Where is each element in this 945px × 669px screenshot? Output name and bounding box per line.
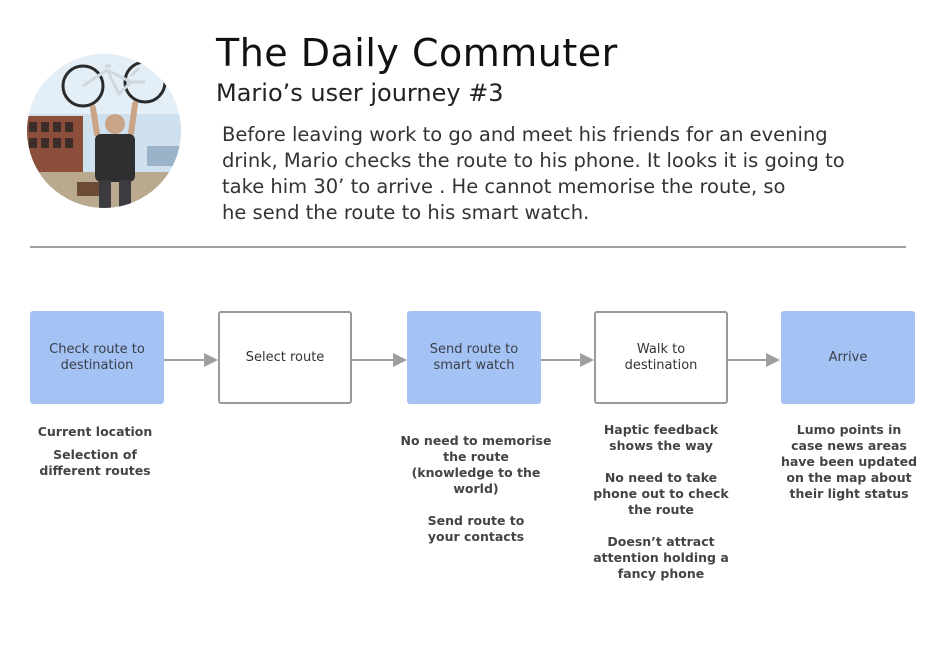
page-title: The Daily Commuter: [216, 31, 618, 75]
note-line: the route: [628, 502, 694, 517]
note-line: the route: [443, 449, 509, 464]
flow-arrow: [352, 353, 407, 367]
description-line: drink, Mario checks the route to his pho…: [222, 149, 845, 172]
step-select-route: Select route: [218, 311, 352, 404]
note-spacer: [20, 440, 170, 447]
note-spacer: [581, 518, 741, 534]
description-line: he send the route to his smart watch.: [222, 201, 590, 224]
note-line: attention holding a: [593, 550, 729, 565]
note-line: No need to memorise: [400, 433, 552, 448]
step-label: Select route: [245, 349, 325, 365]
step-label: Send route to smart watch: [429, 341, 519, 373]
note-line: Send route to: [427, 513, 525, 528]
note-line: Doesn’t attract: [607, 534, 715, 549]
step-label: Walk to destination: [624, 341, 698, 373]
note-line: Haptic feedback: [603, 422, 719, 437]
flow-arrow: [164, 353, 218, 367]
scenario-description: Before leaving work to go and meet his f…: [222, 122, 845, 226]
step-notes-arrive: Lumo points in case news areas have been…: [774, 422, 924, 502]
step-walk: Walk to destination: [594, 311, 728, 404]
note-line: fancy phone: [617, 566, 705, 581]
note-line: case news areas: [791, 438, 907, 453]
note-line: world): [453, 481, 499, 496]
note-line: phone out to check: [593, 486, 729, 501]
step-label: Arrive: [828, 349, 868, 365]
step-notes-check-route: Current location Selection of different …: [20, 424, 170, 479]
step-notes-walk: Haptic feedback shows the way No need to…: [581, 422, 741, 582]
description-line: take him 30’ to arrive . He cannot memor…: [222, 175, 786, 198]
note-line: shows the way: [609, 438, 713, 453]
header-divider: [30, 246, 906, 248]
step-check-route: Check route to destination: [30, 311, 164, 404]
note-line: your contacts: [427, 529, 525, 544]
note-spacer: [581, 454, 741, 470]
flow-arrow: [728, 353, 780, 367]
note-line: on the map about: [786, 470, 912, 485]
note-line: Selection of: [53, 447, 137, 462]
note-line: different routes: [39, 463, 151, 478]
step-arrive: Arrive: [781, 311, 915, 404]
flow-arrow: [541, 353, 594, 367]
note-line: (knowledge to the: [411, 465, 541, 480]
note-spacer: [396, 497, 556, 513]
step-notes-send-route: No need to memorise the route (knowledge…: [396, 433, 556, 545]
note-line: have been updated: [780, 454, 918, 469]
step-label: Check route to destination: [49, 341, 145, 373]
description-line: Before leaving work to go and meet his f…: [222, 123, 828, 146]
note-line: Lumo points in: [796, 422, 902, 437]
page-subtitle: Mario’s user journey #3: [216, 79, 504, 107]
note-line: Current location: [37, 424, 153, 439]
note-line: their light status: [789, 486, 909, 501]
step-send-route: Send route to smart watch: [407, 311, 541, 404]
note-line: No need to take: [604, 470, 718, 485]
